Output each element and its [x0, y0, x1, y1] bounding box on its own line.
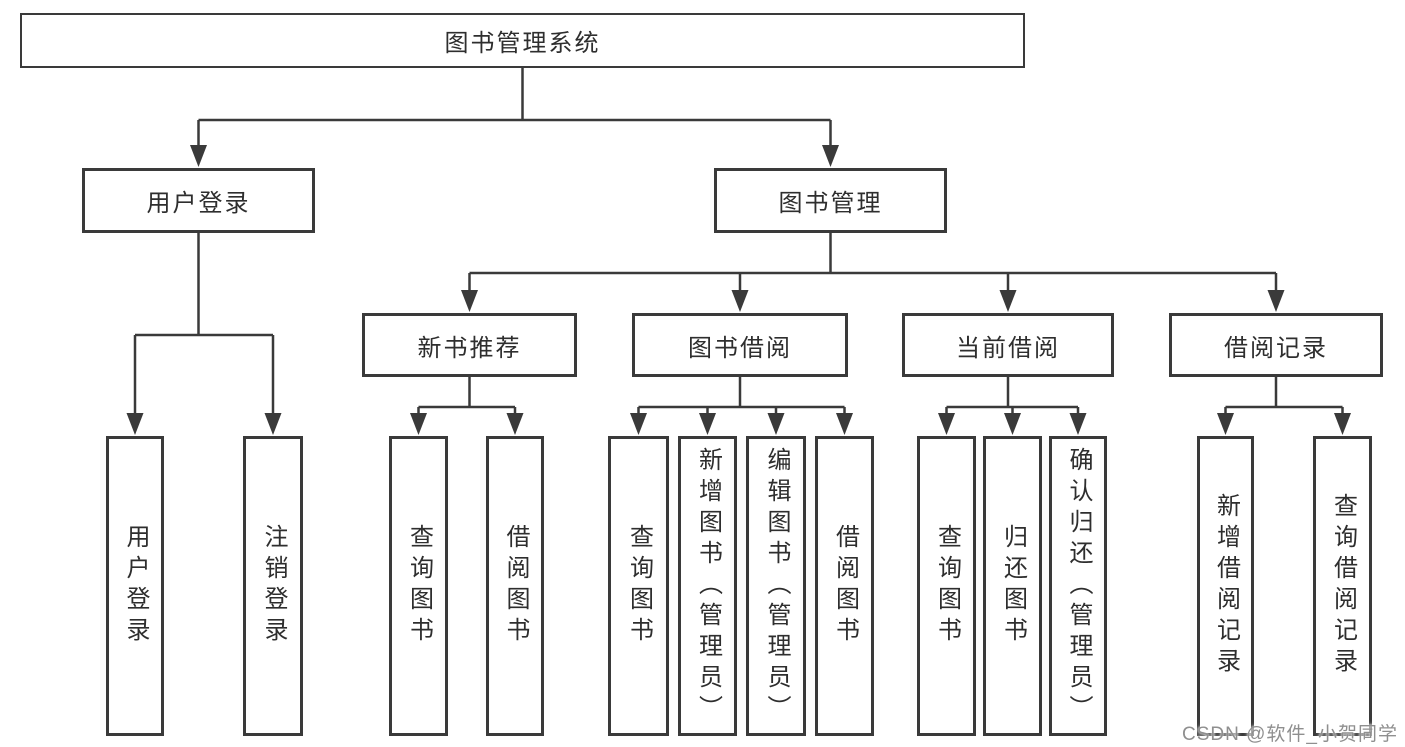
node-label: 图书管理 [778, 190, 883, 217]
arrow-icon [1267, 290, 1285, 312]
leaf-edit-book-admin: 编辑图书（管理员） [746, 436, 806, 736]
node-label: 新增图书（管理员） [694, 446, 722, 726]
node-label: 借阅图书 [831, 524, 859, 648]
leaf-user-login: 用户登录 [106, 436, 164, 736]
node-label: 新增借阅记录 [1212, 493, 1240, 679]
csdn-watermark: CSDN @软件_小贺同学 [1182, 724, 1398, 745]
node-label: 归还图书 [999, 524, 1027, 648]
arrow-icon [506, 413, 524, 435]
node-label: 图书管理系统 [444, 30, 601, 57]
arrow-icon [767, 413, 785, 435]
node-label: 借阅记录 [1224, 334, 1328, 362]
edge-borrowrecords-to-leaves [1224, 377, 1344, 418]
node-borrow-records: 借阅记录 [1169, 313, 1383, 377]
leaf-query-book-3: 查询图书 [917, 436, 976, 736]
node-label: 查询图书 [405, 524, 433, 648]
leaf-return-book: 归还图书 [983, 436, 1042, 736]
leaf-query-book-2: 查询图书 [608, 436, 669, 736]
arrow-icon [126, 413, 144, 435]
node-label: 查询图书 [625, 524, 653, 648]
arrow-icon [731, 290, 749, 312]
node-user-login: 用户登录 [82, 168, 315, 233]
leaf-borrow-book-1: 借阅图书 [486, 436, 544, 736]
arrow-icon [1217, 413, 1234, 435]
node-label: 新书推荐 [417, 334, 522, 362]
edge-userlogin-to-leaves [133, 233, 275, 418]
leaf-add-book-admin: 新增图书（管理员） [678, 436, 737, 736]
arrow-icon [1004, 413, 1021, 435]
leaf-borrow-book-2: 借阅图书 [815, 436, 874, 736]
leaf-query-book-1: 查询图书 [389, 436, 448, 736]
node-book-borrow: 图书借阅 [632, 313, 848, 377]
leaf-query-borrow-record: 查询借阅记录 [1313, 436, 1372, 736]
node-label: 确认归还（管理员） [1065, 446, 1092, 726]
arrow-icon [1334, 413, 1351, 435]
arrow-icon [264, 413, 282, 435]
node-book-management: 图书管理 [714, 168, 947, 233]
node-label: 借阅图书 [502, 524, 529, 648]
arrow-icon [630, 413, 647, 435]
node-label: 用户登录 [146, 190, 251, 217]
leaf-confirm-return-admin: 确认归还（管理员） [1049, 436, 1107, 736]
edge-bookborrow-to-leaves [637, 377, 846, 418]
node-new-book-recommend: 新书推荐 [362, 313, 577, 377]
arrow-icon [836, 413, 853, 435]
node-label: 注销登录 [260, 524, 287, 648]
edge-root-to-level2 [197, 68, 832, 150]
arrowheads [126, 145, 1351, 435]
node-label: 编辑图书（管理员） [763, 446, 790, 726]
arrow-icon [410, 413, 427, 435]
edge-currentborrow-to-leaves [945, 377, 1080, 418]
arrow-icon [938, 413, 955, 435]
node-system-root: 图书管理系统 [20, 13, 1025, 68]
node-label: 当前借阅 [956, 334, 1060, 362]
node-label: 用户登录 [122, 524, 149, 648]
node-current-borrow: 当前借阅 [902, 313, 1114, 377]
leaf-add-borrow-record: 新增借阅记录 [1197, 436, 1254, 736]
arrow-icon [461, 290, 478, 312]
node-label: 查询借阅记录 [1329, 493, 1357, 679]
edge-newbookrec-to-leaves [417, 377, 517, 418]
arrow-icon [999, 290, 1017, 312]
edge-bookmgmt-to-level3 [468, 233, 1278, 295]
arrow-icon [1069, 413, 1087, 435]
arrow-icon [822, 145, 839, 167]
arrow-icon [190, 145, 207, 167]
arrow-icon [699, 413, 716, 435]
node-label: 查询图书 [933, 524, 961, 648]
leaf-logout: 注销登录 [243, 436, 303, 736]
node-label: 图书借阅 [688, 334, 792, 362]
